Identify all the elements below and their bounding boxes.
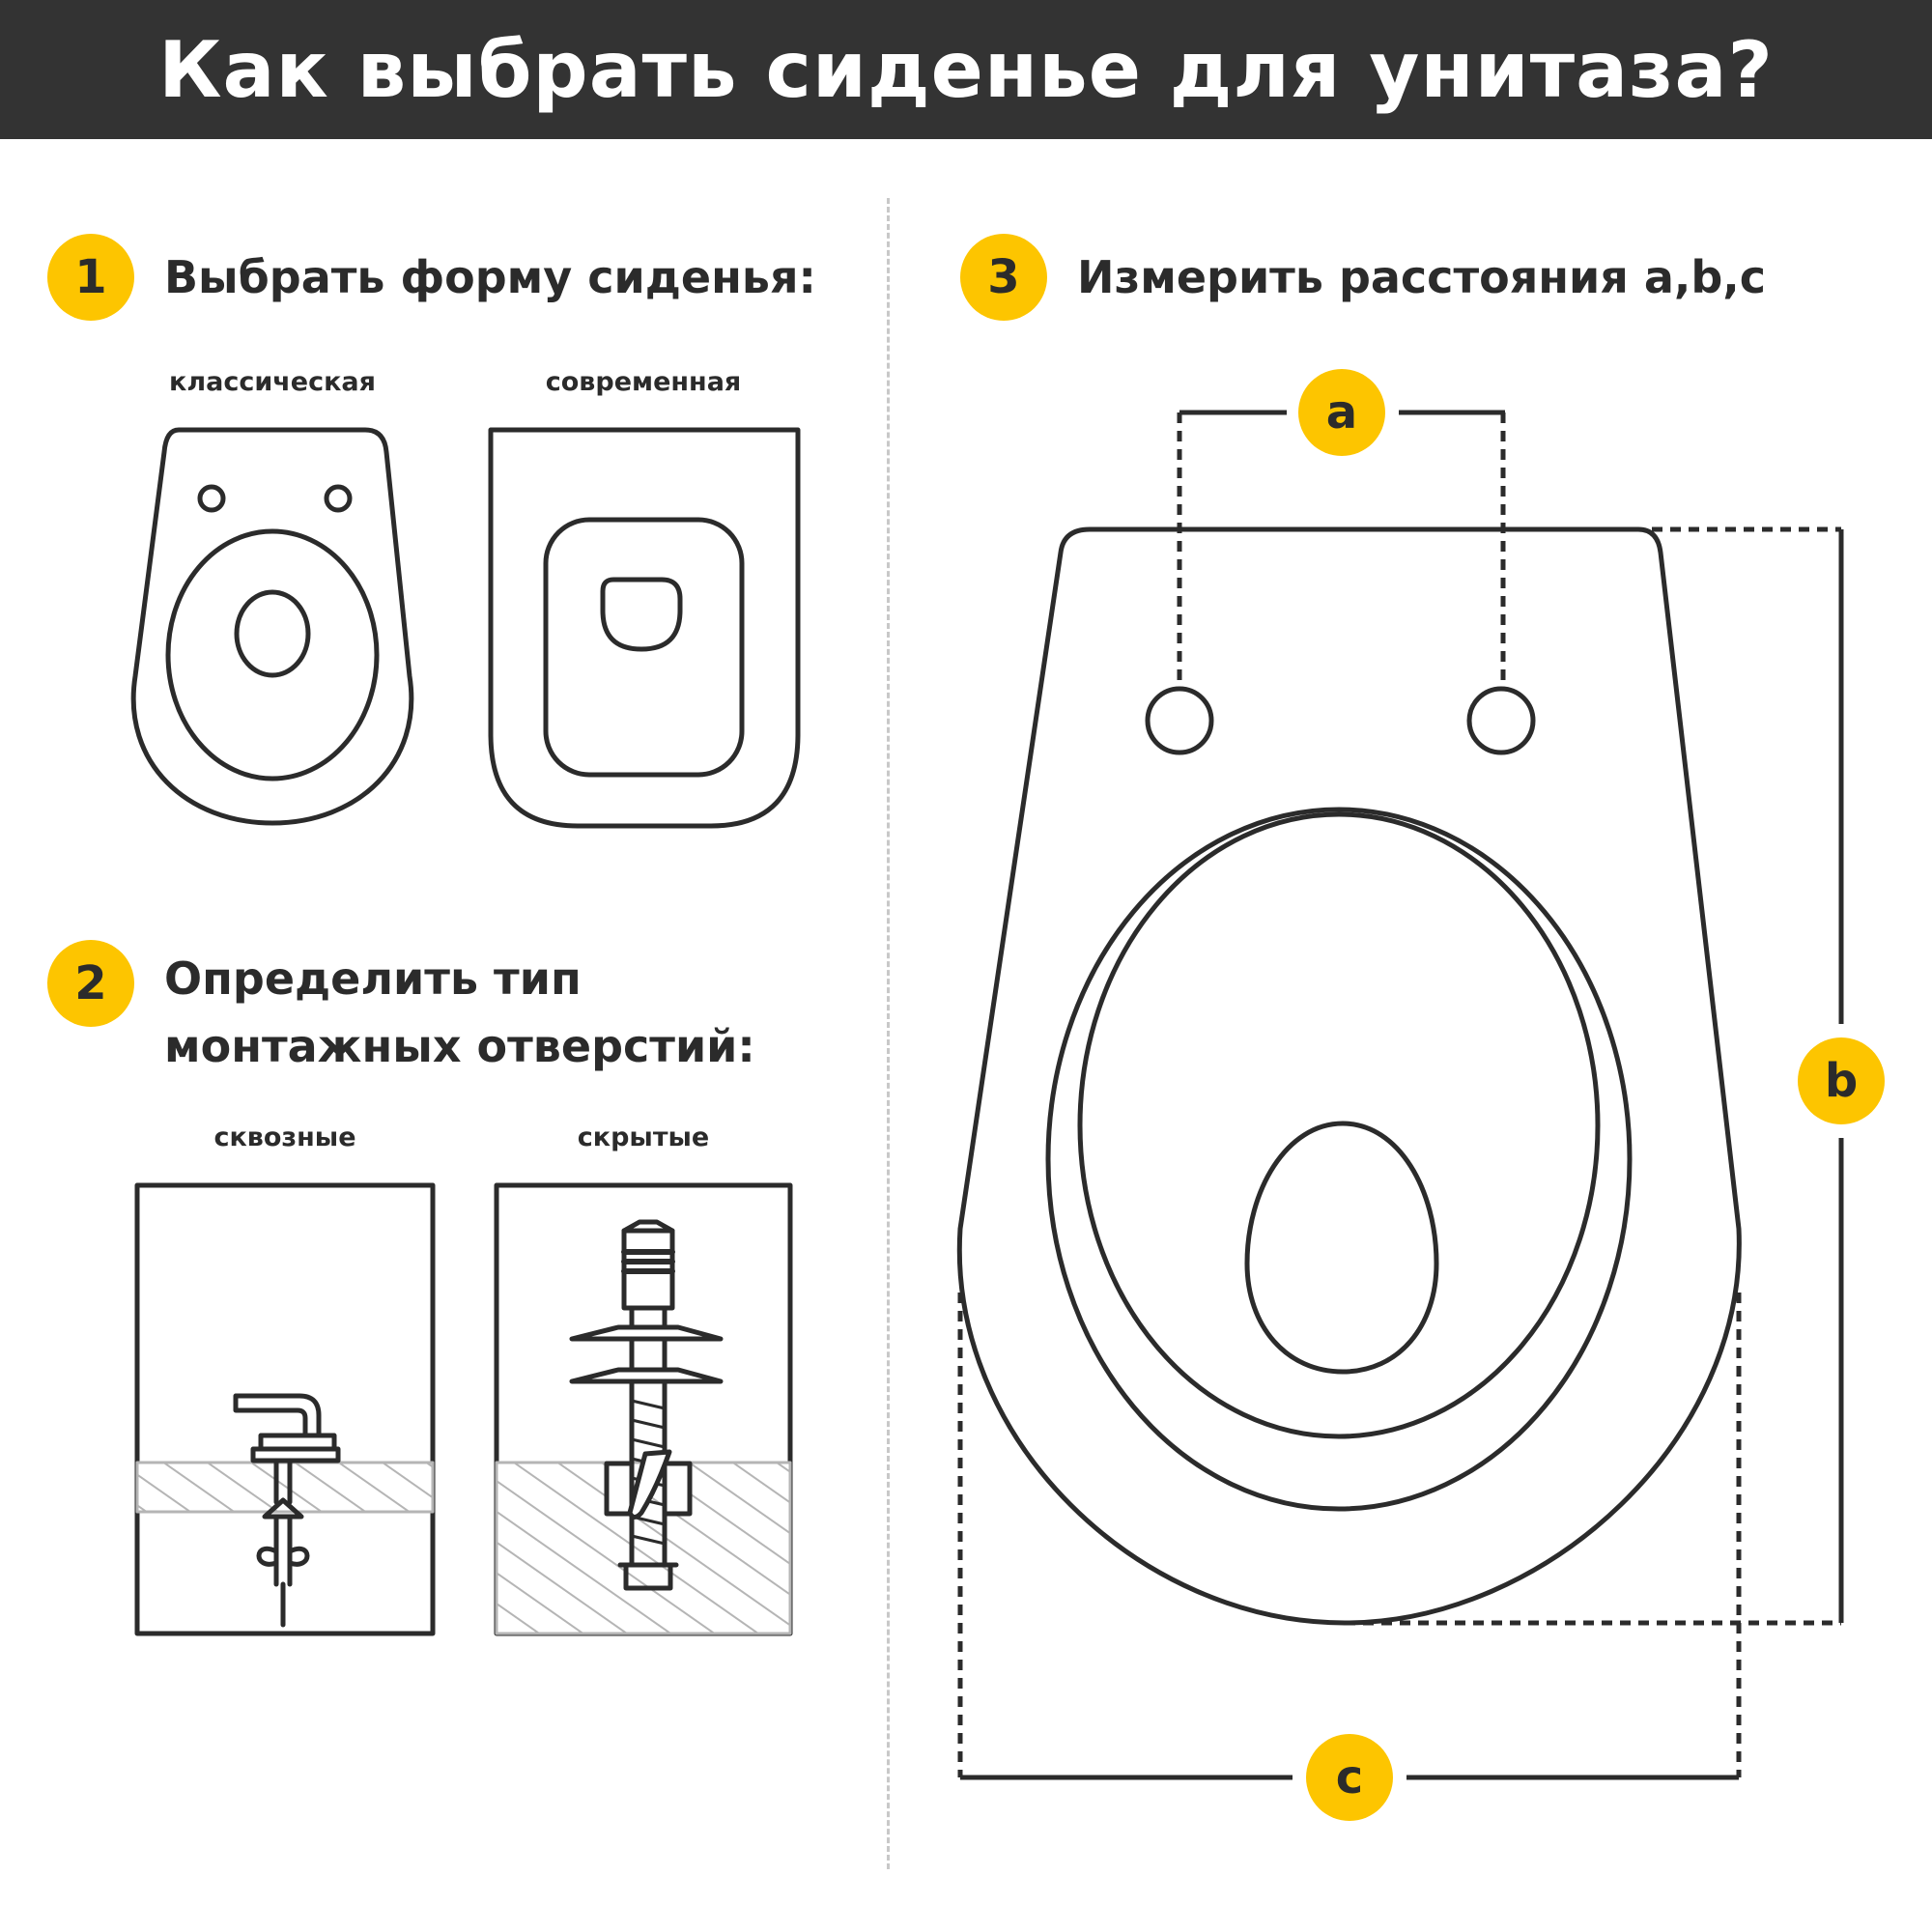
page-title: Как выбрать сиденье для унитаза? — [158, 24, 1774, 115]
step-2-title-line1: Определить тип — [164, 952, 582, 1005]
step-3-title: Измерить расстояния a,b,c — [1077, 251, 1766, 303]
dimension-c-badge: c — [1306, 1734, 1393, 1821]
classic-seat-icon — [130, 427, 414, 826]
header-bar: Как выбрать сиденье для унитаза? — [0, 0, 1932, 139]
dimension-a-badge: a — [1298, 369, 1385, 456]
modern-seat-icon — [488, 427, 801, 829]
step-1-badge: 1 — [47, 234, 134, 321]
large-seat-diagram — [956, 526, 1742, 1626]
shape-classic-label: классическая — [169, 367, 376, 397]
mount-through-label: сквозные — [213, 1122, 356, 1152]
step-2-badge: 2 — [47, 940, 134, 1027]
step-3-badge: 3 — [960, 234, 1047, 321]
column-divider — [887, 198, 890, 1869]
shape-modern-label: современная — [545, 367, 742, 397]
through-mount-icon — [134, 1182, 436, 1636]
step-2-title-line2: монтажных отверстий: — [164, 1020, 755, 1072]
dimension-b-badge: b — [1798, 1037, 1885, 1124]
step-1-title: Выбрать форму сиденья: — [164, 251, 816, 303]
hidden-mount-icon — [494, 1182, 793, 1636]
mount-hidden-label: скрытые — [577, 1122, 710, 1152]
dimension-lines — [957, 410, 1844, 1780]
